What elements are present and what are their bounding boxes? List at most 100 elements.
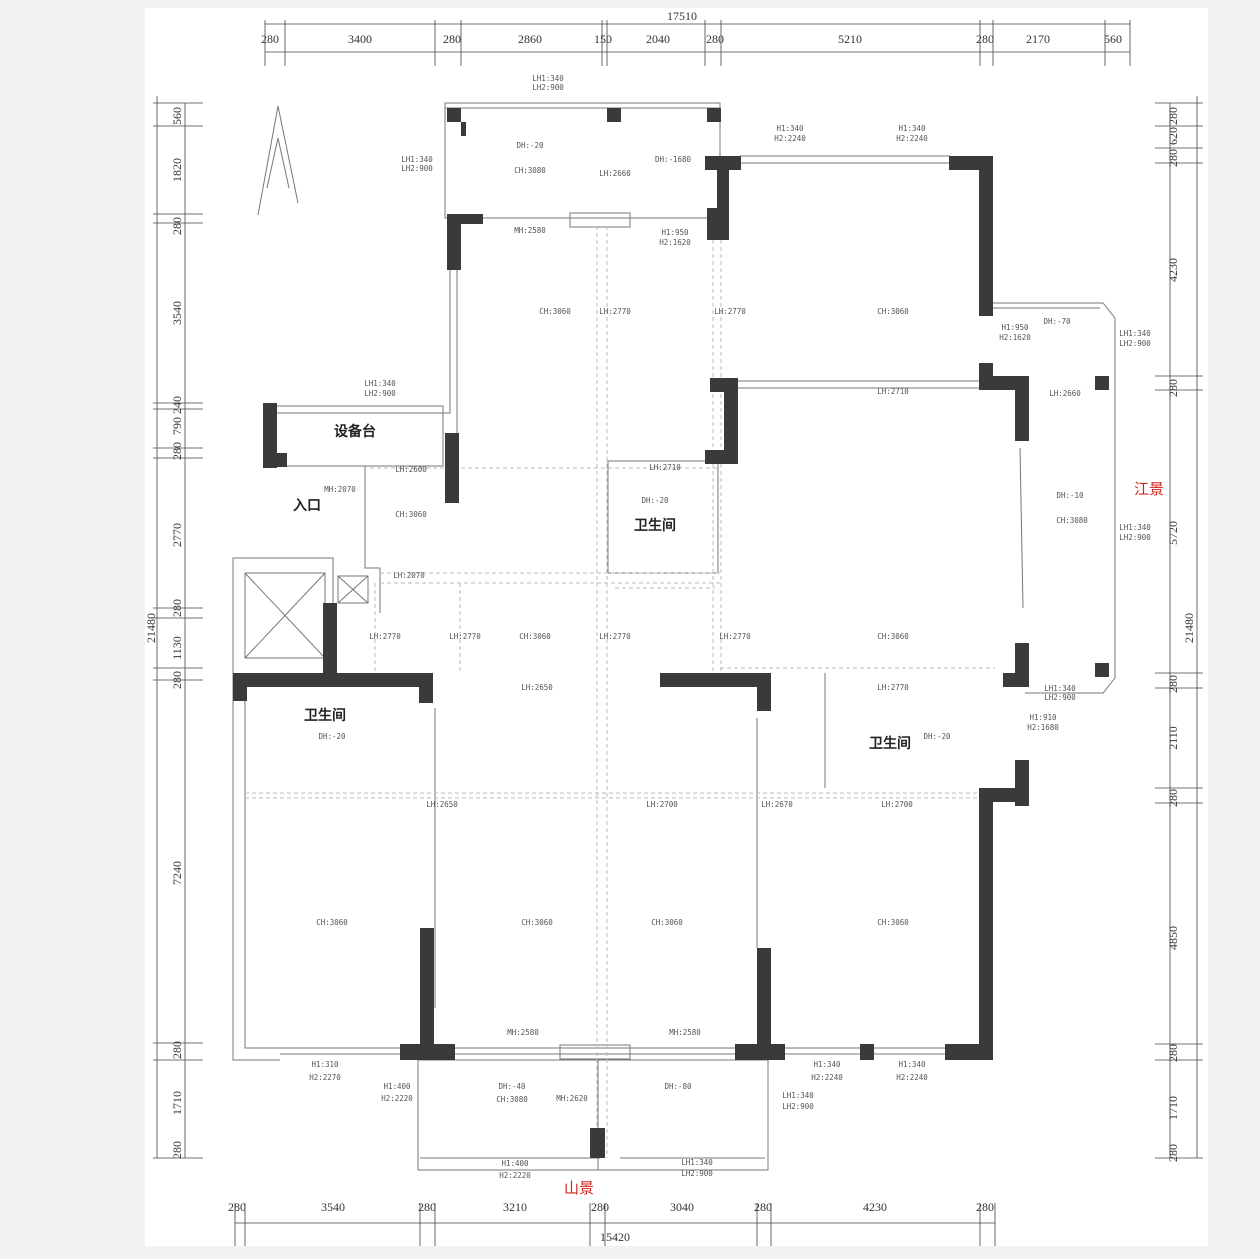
note-61: MH:2580	[669, 1028, 701, 1037]
note-46: LH1:340	[1044, 684, 1076, 693]
note-71: CH:3080	[496, 1095, 528, 1104]
note-26: LH1:340	[364, 379, 396, 388]
dim-top-9: 2170	[1026, 32, 1050, 46]
dim-right-5: 5720	[1166, 521, 1180, 545]
note-53: LH:2700	[646, 800, 678, 809]
dim-right-1: 620	[1166, 127, 1180, 145]
dim-left-7: 2770	[170, 523, 184, 547]
note-6: LH1:340	[401, 155, 433, 164]
dim-bottom-0: 280	[228, 1200, 246, 1214]
dim-left-11: 7240	[170, 861, 184, 885]
note-72: MH:2620	[556, 1094, 588, 1103]
note-30: CH:3060	[395, 510, 427, 519]
dim-top-4: 150	[594, 32, 612, 46]
note-10: H1:340	[898, 124, 926, 133]
dim-left-9: 1130	[170, 636, 184, 660]
dim-bottom-7: 4230	[863, 1200, 887, 1214]
note-48: H1:910	[1029, 713, 1057, 722]
room-label-bath-left: 卫生间	[304, 707, 346, 724]
note-28: LH:2600	[395, 465, 427, 474]
note-40: CH:3060	[519, 632, 551, 641]
view-label-river: 江景	[1134, 480, 1164, 498]
dim-bottom-5: 3040	[670, 1200, 694, 1214]
dim-left-1: 1820	[170, 158, 184, 182]
note-18: CH:3060	[877, 307, 909, 316]
note-51: DH:-20	[318, 732, 346, 741]
dim-top-6: 280	[706, 32, 724, 46]
dim-right-10: 280	[1166, 1044, 1180, 1062]
note-2: DH:-20	[516, 141, 544, 150]
note-63: H2:2270	[309, 1073, 341, 1082]
note-44: LH:2650	[521, 683, 553, 692]
dim-top-7: 5210	[838, 32, 862, 46]
note-9: H2:2240	[774, 134, 806, 143]
note-75: LH2:900	[782, 1102, 814, 1111]
dim-right-0: 280	[1166, 107, 1180, 125]
note-29: MH:2070	[324, 485, 356, 494]
view-label-mountain: 山景	[564, 1179, 594, 1197]
dim-top-8: 280	[976, 32, 994, 46]
dim-left-4: 240	[170, 396, 184, 414]
room-label-equipment: 设备台	[334, 423, 376, 440]
dim-left-12: 280	[170, 1041, 184, 1059]
note-36: LH2:900	[1119, 533, 1151, 542]
note-73: DH:-80	[664, 1082, 692, 1091]
overall-bottom-dim: 15420	[600, 1230, 630, 1244]
dim-top-2: 280	[443, 32, 461, 46]
room-label-bath-center: 卫生间	[634, 517, 676, 534]
note-17: LH:2770	[714, 307, 746, 316]
note-52: LH:2650	[426, 800, 458, 809]
dim-right-7: 2110	[1166, 726, 1180, 750]
note-60: MH:2580	[507, 1028, 539, 1037]
dim-right-12: 280	[1166, 1144, 1180, 1162]
dim-right-9: 4850	[1166, 926, 1180, 950]
note-11: H2:2240	[896, 134, 928, 143]
annotation-notes: LH1:340LH2:900DH:-20CH:3080DH:-1680LH:26…	[309, 74, 1151, 1180]
note-12: MH:2580	[514, 226, 546, 235]
note-59: CH:3060	[877, 918, 909, 927]
note-57: CH:3060	[521, 918, 553, 927]
note-74: LH1:340	[782, 1091, 814, 1100]
note-43: CH:3060	[877, 632, 909, 641]
dim-right-4: 280	[1166, 379, 1180, 397]
dim-left-14: 280	[170, 1141, 184, 1159]
dim-bottom-4: 280	[591, 1200, 609, 1214]
dim-right-6: 280	[1166, 675, 1180, 693]
note-68: H1:400	[383, 1082, 411, 1091]
room-label-bath-right: 卫生间	[869, 735, 911, 752]
note-55: LH:2700	[881, 800, 913, 809]
dim-bottom-1: 3540	[321, 1200, 345, 1214]
note-42: LH:2770	[719, 632, 751, 641]
note-7: LH2:900	[401, 164, 433, 173]
dim-left-0: 560	[170, 107, 184, 125]
overall-top-dim: 17510	[667, 9, 697, 23]
walls	[233, 108, 1109, 1158]
note-8: H1:340	[776, 124, 804, 133]
note-41: LH:2770	[599, 632, 631, 641]
note-25: LH:2660	[1049, 389, 1081, 398]
note-16: LH:2770	[599, 307, 631, 316]
dim-bottom-2: 280	[418, 1200, 436, 1214]
note-77: H2:2220	[499, 1171, 531, 1180]
note-78: LH1:340	[681, 1158, 713, 1167]
note-76: H1:400	[501, 1159, 529, 1168]
note-13: H1:950	[661, 228, 689, 237]
note-67: H2:2240	[896, 1073, 928, 1082]
note-19: H1:950	[1001, 323, 1029, 332]
dim-left-3: 3540	[170, 301, 184, 325]
note-35: LH1:340	[1119, 523, 1151, 532]
dim-right-3: 4230	[1166, 258, 1180, 282]
note-37: LH:2070	[393, 571, 425, 580]
note-1: LH2:900	[532, 83, 564, 92]
note-31: LH:2710	[649, 463, 681, 472]
note-47: LH2:900	[1044, 693, 1076, 702]
note-49: H2:1680	[1027, 723, 1059, 732]
note-0: LH1:340	[532, 74, 564, 83]
overall-right-dim: 21480	[1182, 613, 1196, 643]
note-79: LH2:900	[681, 1169, 713, 1178]
dim-top-3: 2860	[518, 32, 542, 46]
note-65: H2:2240	[811, 1073, 843, 1082]
note-33: DH:-10	[1056, 491, 1084, 500]
